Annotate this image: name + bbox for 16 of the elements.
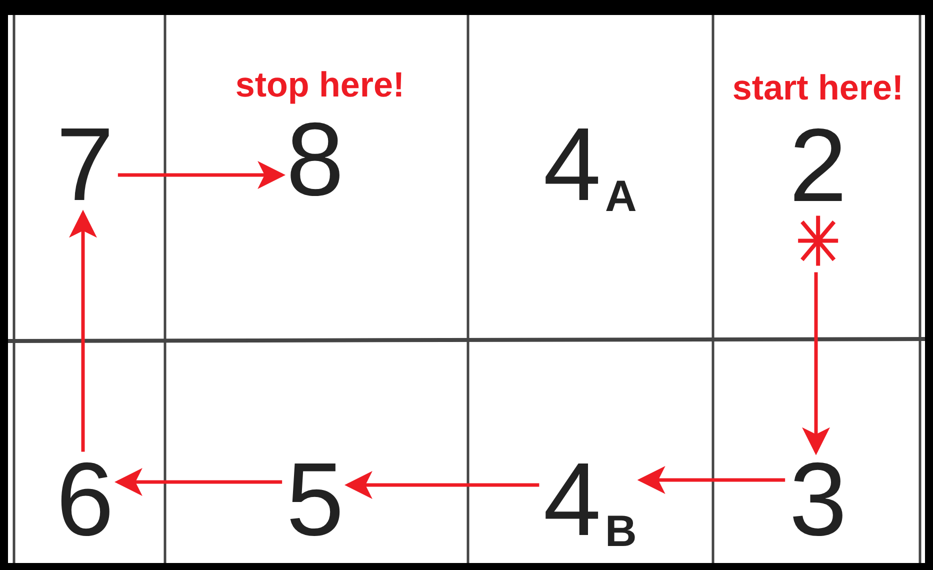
arrow xyxy=(118,161,286,189)
arrow xyxy=(637,466,786,494)
arrow xyxy=(344,471,540,499)
step-number: 4$_{B}$ xyxy=(543,456,637,544)
arrow xyxy=(114,468,282,496)
step-number: 5 xyxy=(286,456,344,544)
step-number: 8 xyxy=(286,116,344,204)
arrow xyxy=(802,272,830,456)
step-number: 4$_{A}$ xyxy=(543,120,637,210)
step-number: 7 xyxy=(56,120,114,210)
arrow xyxy=(69,210,97,452)
step-number: 2 xyxy=(789,122,847,210)
step-number: 3 xyxy=(789,456,847,544)
step-number: 6 xyxy=(56,456,114,544)
instruction-text: start here! xyxy=(732,70,904,106)
instruction-text: stop here! xyxy=(235,68,405,102)
